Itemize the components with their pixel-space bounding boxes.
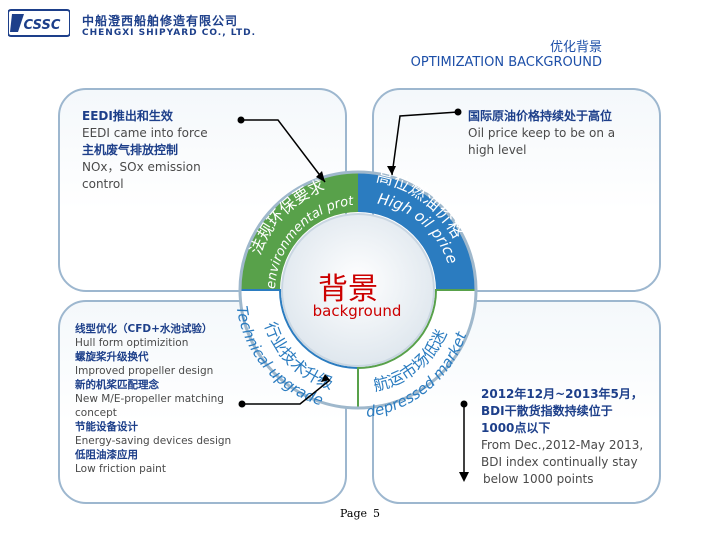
oil-price-en-1: Oil price keep to be on a (468, 126, 616, 140)
matching-en-2: concept (75, 407, 117, 419)
arrow-head (316, 171, 325, 182)
page-label: Page (340, 507, 368, 520)
connector-dot (454, 108, 462, 116)
hull-heading: 线型优化（CFD+水池试验） (75, 323, 213, 335)
page-title-cn: 优化背景 (549, 40, 602, 55)
oil-price-en-2: high level (468, 143, 527, 157)
bdi-heading-2: BDI干散货指数持续位于 (481, 404, 613, 418)
bottom-right-text: 2012年12月~2013年5月， BDI干散货指数持续位于 1000点以下 F… (481, 386, 661, 488)
energy-heading: 节能设备设计 (75, 421, 138, 433)
page-title-en: OPTIMIZATION BACKGROUND (410, 55, 602, 70)
hull-en: Hull form optimizition (75, 337, 189, 349)
ring-segment-top-right (358, 172, 476, 290)
bdi-heading-1: 2012年12月~2013年5月， (481, 387, 643, 401)
bdi-en-3: below 1000 points (483, 472, 594, 486)
bdi-heading-3: 1000点以下 (481, 421, 551, 435)
connector-lines (241, 111, 465, 480)
connector-dot (238, 400, 246, 408)
center-title-en: background (312, 302, 402, 320)
matching-en-1: New M/E-propeller matching (75, 393, 224, 405)
paint-en: Low friction paint (75, 463, 166, 475)
top-left-text: EEDI推出和生效 EEDI came into force 主机废气排放控制 … (82, 108, 208, 193)
oil-price-heading: 国际原油价格持续处于高位 (468, 109, 613, 123)
arrow-head (321, 374, 330, 382)
connector-dot (237, 116, 245, 124)
ring-segment-top-left (240, 172, 358, 290)
logo-text: CSSC (24, 18, 61, 33)
page-number: 5 (373, 507, 381, 520)
bdi-en-1: From Dec.,2012-May 2013, (481, 438, 644, 452)
energy-en: Energy-saving devices design (75, 435, 232, 447)
company-name-cn: 中船澄西船舶修造有限公司 (82, 14, 239, 28)
company-name-en: CHENGXI SHIPYARD CO., LTD. (82, 28, 257, 38)
matching-heading: 新的机桨匹配理念 (75, 379, 159, 391)
eedi-heading: EEDI推出和生效 (82, 109, 173, 123)
top-right-text: 国际原油价格持续处于高位 Oil price keep to be on a h… (468, 108, 648, 159)
page-footer: Page 5 (340, 507, 380, 520)
eedi-en: EEDI came into force (82, 126, 208, 140)
center-title-cn: 背景 (318, 272, 378, 307)
emission-en-2: control (82, 177, 124, 191)
propeller-heading: 螺旋桨升级换代 (75, 351, 149, 363)
emission-en-1: NOx，SOx emission (82, 160, 201, 174)
arrow-head (459, 472, 469, 482)
header: CSSC 中船澄西船舶修造有限公司 CHENGXI SHIPYARD CO., … (0, 0, 720, 70)
cssc-logo: CSSC (8, 9, 70, 37)
propeller-en: Improved propeller design (75, 365, 214, 377)
bottom-left-text: 线型优化（CFD+水池试验） Hull form optimizition 螺旋… (75, 322, 245, 476)
paint-heading: 低阻油漆应用 (75, 449, 138, 461)
connector-dot (460, 400, 468, 408)
bdi-en-2: BDI index continually stay (481, 455, 638, 469)
arrow-head (387, 166, 396, 175)
center-hub (281, 213, 435, 367)
emission-heading: 主机废气排放控制 (82, 143, 179, 157)
